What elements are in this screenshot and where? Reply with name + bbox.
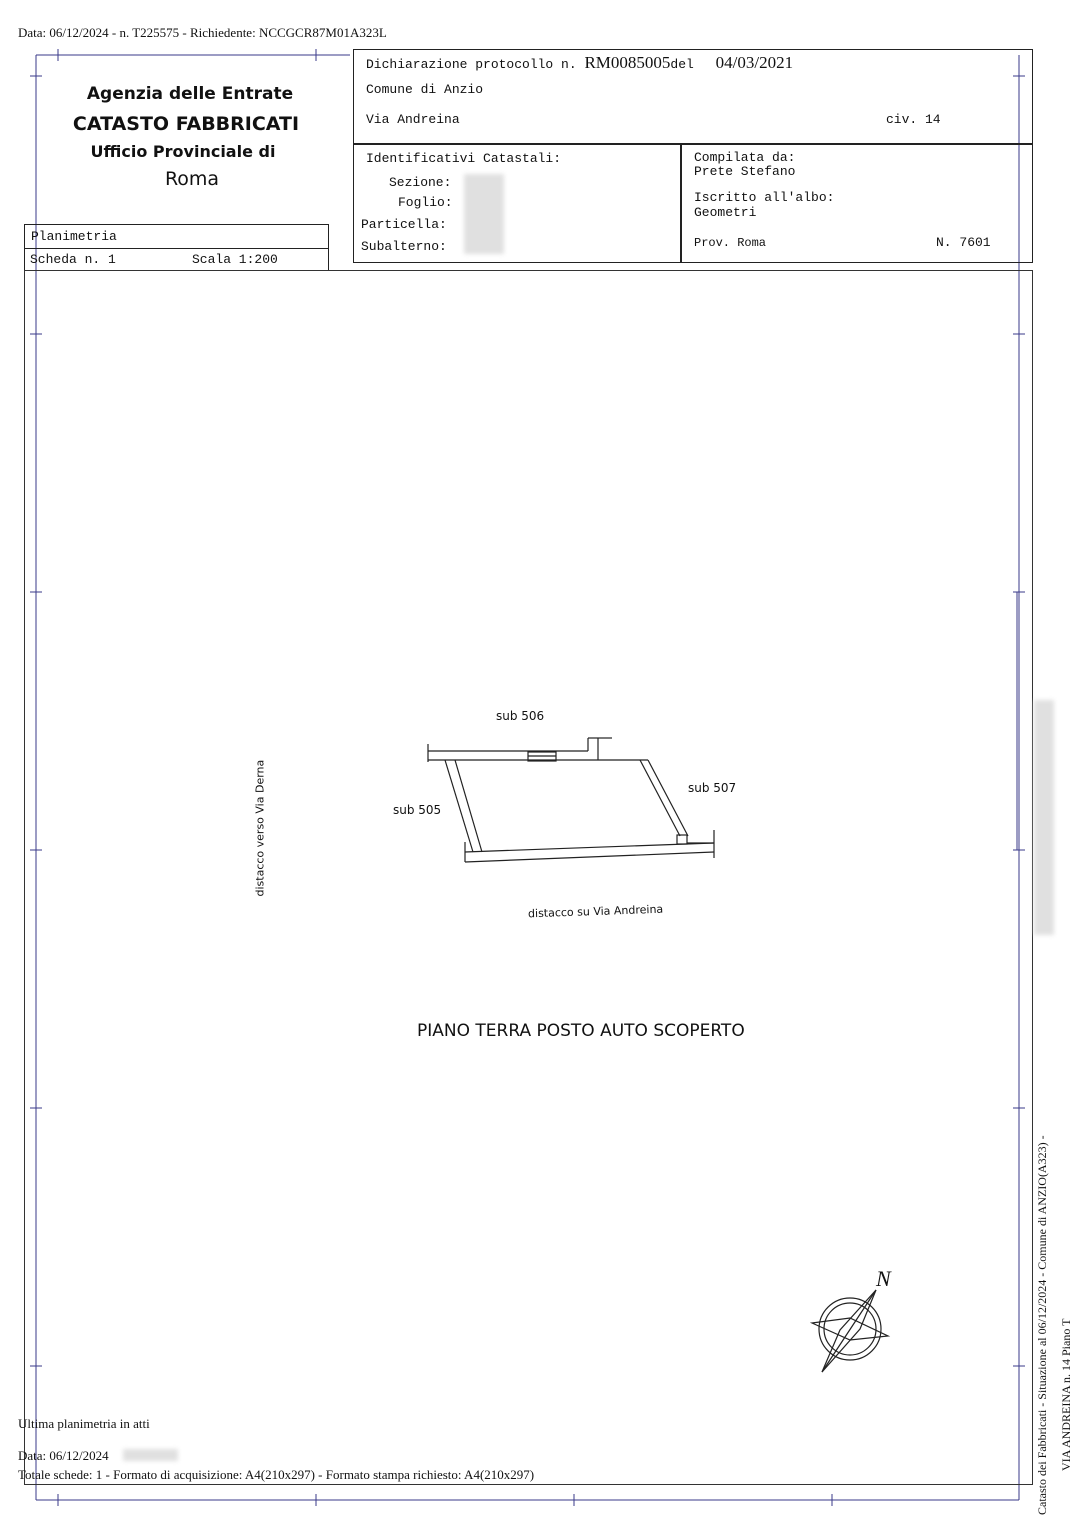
particella-label: Particella: (361, 217, 447, 232)
drawing-area (24, 270, 1033, 1485)
comune-label: Comune di Anzio (366, 82, 484, 97)
declaration-line: Dichiarazione protocollo n. RM0085005del… (366, 53, 793, 73)
piano-title: PIANO TERRA POSTO AUTO SCOPERTO (417, 1021, 745, 1041)
catasto-title: CATASTO FABBRICATI (72, 113, 300, 135)
north-label: N (876, 1266, 891, 1291)
side-situation-text: Catasto dei Fabbricati - Situazione al 0… (1035, 1135, 1049, 1515)
ultima-planimetria: Ultima planimetria in atti (18, 1416, 150, 1431)
albo-value: Geometri (694, 205, 757, 220)
subalterno-label: Subalterno: (361, 239, 447, 254)
agency-name: Agenzia delle Entrate (86, 84, 294, 104)
ufficio-city: Roma (164, 168, 220, 190)
identificativi-title: Identificativi Catastali: (366, 151, 562, 166)
north-compass-icon (809, 1289, 891, 1373)
redacted-footer-value (123, 1449, 178, 1461)
redacted-side-stamp (1034, 700, 1054, 935)
del-label: del (670, 57, 694, 72)
request-header: Data: 06/12/2024 - n. T225575 - Richiede… (18, 25, 387, 40)
sub-506-label: sub 506 (496, 709, 545, 723)
compilata-name: Prete Stefano (694, 164, 796, 179)
via-label: Via Andreina (366, 112, 460, 127)
provincia-label: Prov. Roma (694, 236, 767, 250)
albo-number: N. 7601 (936, 235, 991, 250)
civico-label: civ. 14 (886, 112, 941, 127)
compilata-box: Compilata da: Prete Stefano Iscritto all… (680, 143, 1033, 263)
foglio-label: Foglio: (398, 195, 453, 210)
declaration-prefix: Dichiarazione protocollo n. (366, 57, 577, 72)
sub-505-label: sub 505 (393, 803, 442, 817)
scheda-label: Scheda n. 1 (30, 252, 116, 267)
planimetria-label: Planimetria (31, 229, 117, 244)
albo-label: Iscritto all'albo: (694, 190, 835, 205)
compilata-label: Compilata da: (694, 150, 796, 165)
footer-totale: Totale schede: 1 - Formato di acquisizio… (18, 1467, 535, 1482)
declaration-date: 04/03/2021 (715, 53, 794, 72)
sezione-label: Sezione: (389, 175, 452, 190)
side-address-text: VIA ANDREINA n. 14 Piano T (1059, 1318, 1073, 1471)
protocol-number: RM0085005 (584, 53, 671, 72)
scala-label: Scala 1:200 (192, 252, 278, 267)
declaration-box: Dichiarazione protocollo n. RM0085005del… (353, 49, 1033, 145)
distacco-derna-label: distacco verso Via Derna (253, 759, 267, 897)
ufficio-label: Ufficio Provinciale di (90, 142, 276, 161)
sub-507-label: sub 507 (688, 781, 737, 795)
redacted-identifiers (464, 174, 504, 254)
identificativi-box: Identificativi Catastali: Sezione: Fogli… (353, 143, 682, 263)
footer-date: Data: 06/12/2024 (18, 1448, 109, 1463)
